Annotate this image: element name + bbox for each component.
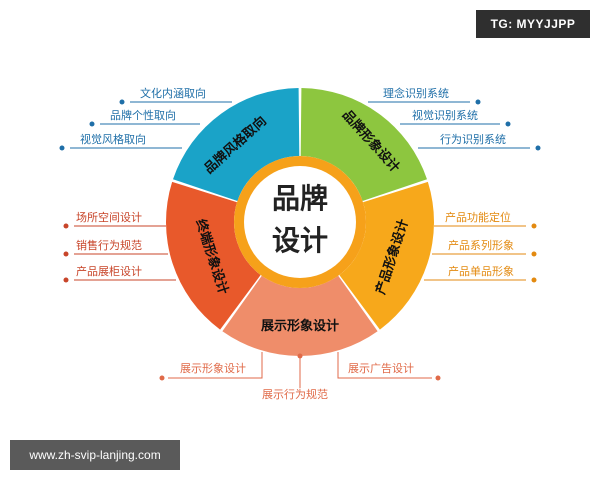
item-personality: 品牌个性取向: [110, 108, 176, 122]
group-display-image-items: 展示形象设计 展示行为规范 展示广告设计: [159, 352, 441, 401]
center-title-line1: 品牌: [272, 182, 328, 215]
website-url-banner: www.zh-svip-lanjing.com: [10, 440, 180, 470]
connector-dot: [531, 251, 537, 257]
item-display-ad: 展示广告设计: [348, 362, 414, 375]
connector-dot: [435, 375, 441, 381]
item-display-behavior: 展示行为规范: [262, 387, 328, 401]
connector-dot: [119, 99, 125, 105]
item-culture: 文化内涵取向: [140, 86, 206, 100]
connector-line: [337, 352, 432, 379]
group-brand-image-items: 理念识别系统 视觉识别系统 行为识别系统: [368, 86, 541, 151]
connector-dot: [505, 121, 511, 127]
connector-dot: [63, 251, 69, 257]
item-behavior-identity: 行为识别系统: [440, 133, 506, 146]
item-product-single: 产品单品形象: [448, 264, 514, 278]
segment-display-image: [222, 275, 378, 356]
item-product-function: 产品功能定位: [445, 210, 511, 224]
segment-brand-style: [172, 88, 300, 201]
connector-dot: [475, 99, 481, 105]
connector-dot: [535, 145, 541, 151]
segment-terminal-image: [165, 181, 261, 330]
item-product-series: 产品系列形象: [448, 238, 514, 252]
item-sales-behavior: 销售行为规范: [76, 238, 142, 252]
connector-dot: [89, 121, 95, 127]
segment-label-display-image: 展示形象设计: [261, 318, 339, 334]
item-display-cabinet: 产品展柜设计: [76, 264, 142, 278]
tg-badge: TG: MYYJJPP: [476, 10, 590, 38]
connector-dot: [297, 353, 303, 359]
item-visual-identity: 视觉识别系统: [412, 108, 478, 122]
item-space-design: 场所空间设计: [76, 210, 142, 224]
segment-product-image: [339, 181, 435, 330]
group-brand-style-items: 文化内涵取向 品牌个性取向 视觉风格取向: [59, 86, 232, 151]
item-mind-identity: 理念识别系统: [383, 86, 449, 100]
connector-line: [168, 352, 263, 379]
center-disc: [244, 166, 356, 278]
group-terminal-image-items: 场所空间设计 销售行为规范 产品展柜设计: [63, 210, 176, 283]
connector-dot: [63, 223, 69, 229]
connector-dot: [159, 375, 165, 381]
center-title-line2: 设计: [272, 224, 328, 257]
connector-dot: [531, 277, 537, 283]
group-product-image-items: 产品功能定位 产品系列形象 产品单品形象: [424, 210, 537, 283]
connector-dot: [531, 223, 537, 229]
item-display-image: 展示形象设计: [180, 362, 246, 375]
segment-brand-image: [300, 88, 428, 201]
connector-dot: [59, 145, 65, 151]
connector-dot: [63, 277, 69, 283]
item-visual-style: 视觉风格取向: [80, 132, 146, 146]
